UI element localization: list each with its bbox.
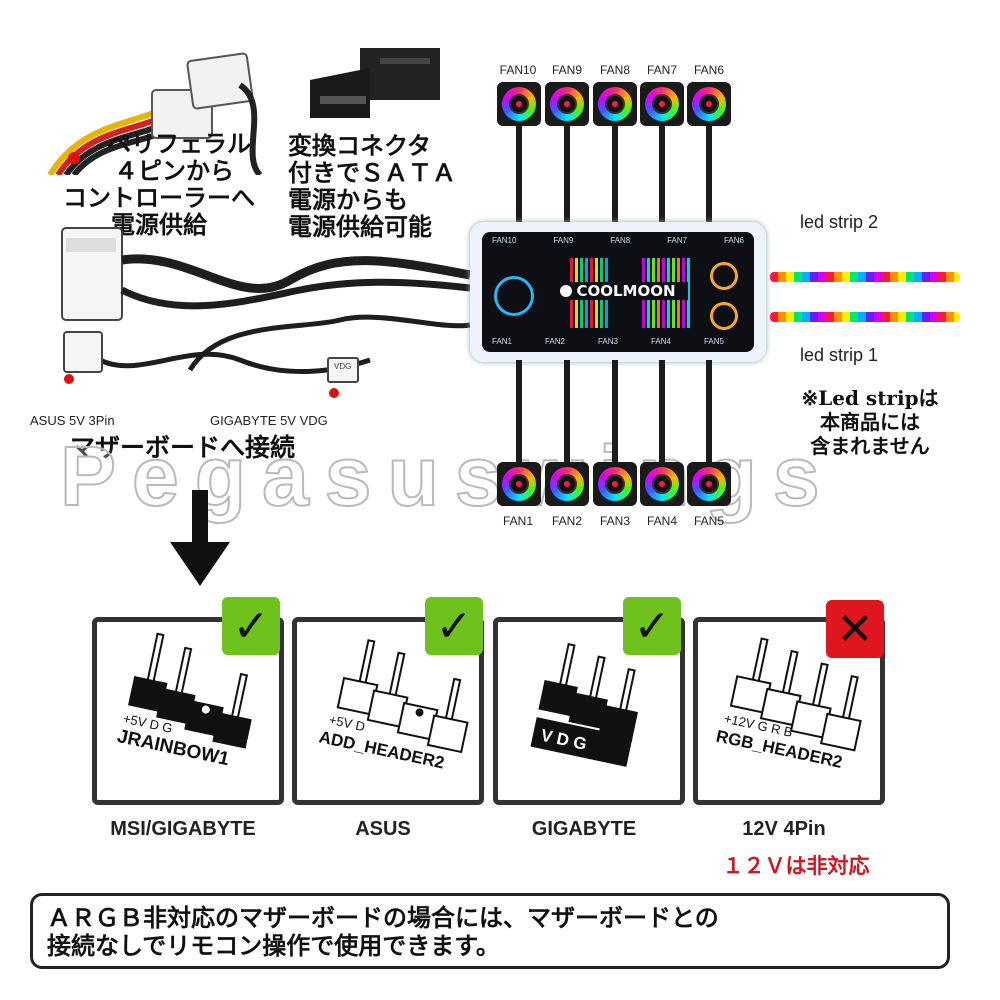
fan5-wire: [706, 360, 712, 462]
fan1-label: FAN1: [502, 514, 533, 528]
bottom-note-box: ＡＲＧＢ非対応のマザーボードの場合には、マザーボードとの 接続なしでリモコン操作…: [30, 893, 950, 969]
hub-logo: COOLMOON: [548, 282, 688, 300]
fan2-icon: [545, 462, 589, 506]
header-pins-msi: +5V D G JRAINBOW1: [115, 632, 252, 770]
led-strip-1-label: led strip 1: [800, 345, 879, 365]
sata-adapter-illustration: [310, 48, 440, 118]
hub-left-ring-icon: [494, 276, 534, 316]
sata-note-line1: 変換コネクタ: [288, 131, 432, 160]
fan1-wire: [516, 360, 522, 462]
down-arrow-icon: [170, 490, 230, 586]
gigabyte-connector-label: GIGABYTE 5V VDG: [210, 413, 328, 428]
header-pins-12v: +12V G R B RGB_HEADER2: [714, 637, 862, 772]
led-strip-1: [770, 312, 960, 322]
cross-icon-12v: ✕: [826, 600, 884, 658]
peripheral-note-line4: 電源供給: [111, 210, 207, 239]
hub-port-fan2: FAN2: [544, 337, 565, 346]
fan2-wire: [564, 360, 570, 462]
fan3-icon: [593, 462, 637, 506]
sata-note-line4: 電源供給可能: [288, 212, 432, 241]
fan3-label: FAN3: [599, 514, 630, 528]
hub-panel: FAN10 FAN9 FAN8 FAN7 FAN6 COOLMOON FAN1 …: [482, 232, 754, 352]
fan4-icon: [640, 462, 684, 506]
fan6-label: FAN6: [693, 63, 724, 77]
fan8-label: FAN8: [599, 63, 630, 77]
hub-port-fan1: FAN1: [492, 337, 513, 346]
hub-port-fan8: FAN8: [610, 236, 631, 245]
fan5-label: FAN5: [693, 514, 724, 528]
sata-note-line2: 付きでＳＡＴＡ: [288, 158, 456, 187]
unsupported-note: １２Ｖは非対応: [722, 853, 870, 878]
red-dot-asus: [64, 374, 74, 384]
led-note: ※Led stripは 本商品には 含まれません: [775, 386, 965, 458]
fan9-wire: [564, 126, 570, 226]
coolmoon-logo-icon: [560, 285, 573, 297]
fan2-label: FAN2: [551, 514, 582, 528]
peripheral-note-line2: ４ピンから: [114, 156, 234, 185]
hub-port-fan5: FAN5: [703, 337, 724, 346]
peripheral-note: ペリフェラル ４ピンから コントローラーへ 電源供給: [44, 130, 274, 238]
hub-port-fan4: FAN4: [650, 337, 671, 346]
check-icon-msi: ✓: [222, 597, 280, 655]
hub-brand-text: COOLMOON: [576, 282, 676, 300]
red-dot-peripheral: [68, 152, 80, 164]
led-note-line3: 含まれません: [810, 434, 930, 458]
caption-12v: 12V 4Pin: [742, 818, 826, 840]
led-strip-2-label: led strip 2: [800, 212, 879, 232]
bottom-note-line2: 接続なしでリモコン操作で使用できます。: [47, 931, 500, 960]
fan8-wire: [612, 126, 618, 226]
asus-connector-label: ASUS 5V 3Pin: [30, 413, 115, 428]
fan10-icon: [497, 82, 541, 126]
led-note-line2: 本商品には: [820, 410, 920, 434]
fan7-label: FAN7: [646, 63, 677, 77]
hub-port-fan3: FAN3: [597, 337, 618, 346]
caption-asus: ASUS: [355, 818, 411, 840]
fan10-label: FAN10: [499, 63, 537, 77]
fan4-wire: [659, 360, 665, 462]
sata-note-line3: 電源からも: [288, 185, 408, 214]
header-pins-gigabyte: V D G: [530, 642, 638, 767]
fan3-wire: [612, 360, 618, 462]
hub-right-ring2-icon: [710, 302, 738, 330]
sata-note: 変換コネクタ 付きでＳＡＴＡ 電源からも 電源供給可能: [288, 132, 456, 240]
peripheral-note-line3: コントローラーへ: [63, 183, 255, 212]
fan9-icon: [545, 82, 589, 126]
bottom-note-line1: ＡＲＧＢ非対応のマザーボードの場合には、マザーボードとの: [47, 903, 719, 932]
header-card-gigabyte: V D G: [493, 617, 685, 805]
caption-msi: MSI/GIGABYTE: [110, 818, 256, 840]
hub-port-fan7: FAN7: [667, 236, 688, 245]
peripheral-note-line1: ペリフェラル: [107, 129, 251, 158]
fan6-icon: [687, 82, 731, 126]
hub-port-fan10: FAN10: [492, 236, 517, 245]
main-cable-bundle: [61, 227, 471, 383]
pins-text-asus: +5V D: [328, 712, 367, 734]
fan10-wire: [516, 126, 522, 226]
vdg-tag: VDG: [334, 362, 352, 371]
fan7-icon: [640, 82, 684, 126]
fan5-icon: [687, 462, 731, 506]
led-note-line1: ※Led stripは: [801, 386, 939, 410]
motherboard-note: マザーボードへ接続: [70, 433, 296, 462]
fan1-icon: [497, 462, 541, 506]
hub-right-ring-icon: [710, 262, 738, 290]
fan6-wire: [706, 126, 712, 226]
fan4-label: FAN4: [646, 514, 677, 528]
red-dot-gigabyte: [329, 388, 339, 398]
fan8-icon: [593, 82, 637, 126]
hub-port-fan6: FAN6: [723, 236, 744, 245]
led-strip-2: [770, 272, 960, 282]
hub-port-fan9: FAN9: [553, 236, 574, 245]
fan7-wire: [659, 126, 665, 226]
hub-port-labels-bottom: FAN1 FAN2 FAN3 FAN4 FAN5: [492, 337, 724, 346]
hub-port-labels-top: FAN10 FAN9 FAN8 FAN7 FAN6: [492, 236, 744, 245]
header-pins-asus: +5V D ADD_HEADER2: [317, 639, 469, 772]
caption-gigabyte: GIGABYTE: [531, 818, 637, 840]
fan9-label: FAN9: [551, 63, 582, 77]
check-icon-asus: ✓: [425, 597, 483, 655]
controller-hub: FAN10 FAN9 FAN8 FAN7 FAN6 COOLMOON FAN1 …: [470, 222, 766, 362]
check-icon-gigabyte: ✓: [623, 597, 681, 655]
